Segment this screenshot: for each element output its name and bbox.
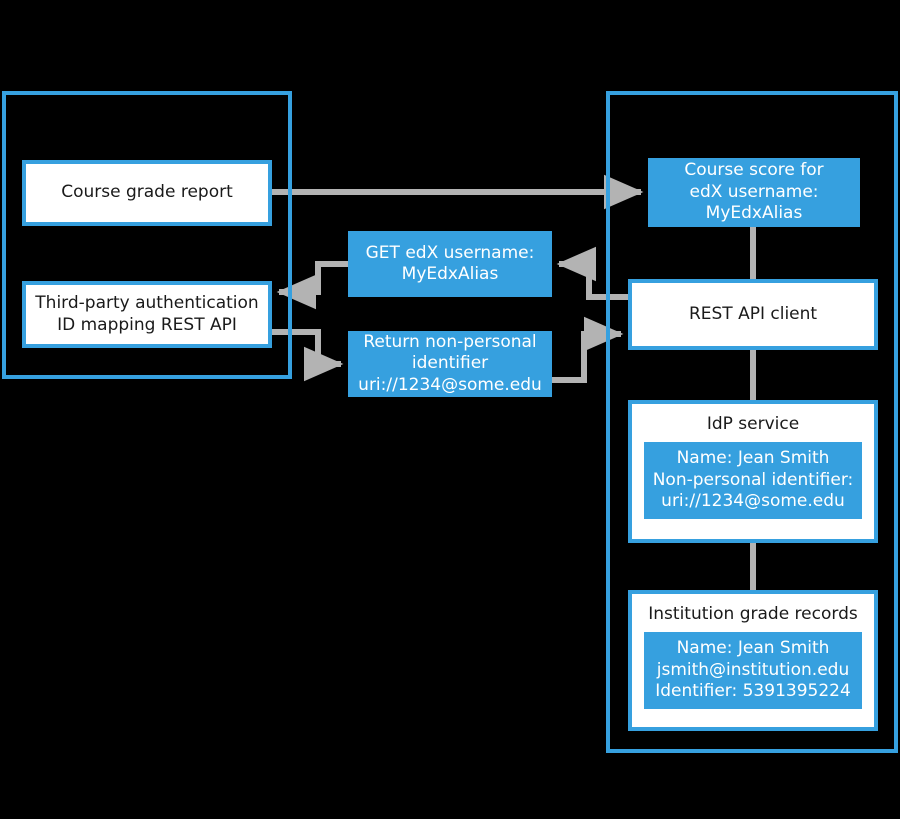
node-thirdparty-api-label: Third-party authentication ID mapping RE… bbox=[35, 293, 259, 335]
node-rest-api-client[interactable]: REST API client bbox=[628, 279, 878, 350]
node-course-grade-report-label: Course grade report bbox=[61, 182, 233, 203]
node-idp-service-title: IdP service bbox=[706, 414, 800, 434]
node-return-non-personal-identifier[interactable]: Return non-personal identifier uri://123… bbox=[348, 331, 552, 397]
node-thirdparty-authentication-id-mapping-rest-api[interactable]: Third-party authentication ID mapping RE… bbox=[22, 281, 272, 348]
node-course-score-label: Course score for edX username: MyEdxAlia… bbox=[684, 160, 824, 224]
node-rest-api-client-label: REST API client bbox=[688, 303, 818, 324]
node-get-edx-username[interactable]: GET edX username: MyEdxAlias bbox=[348, 231, 552, 297]
node-idp-service-record: Name: Jean Smith Non-personal identifier… bbox=[644, 442, 862, 519]
node-institution-grade-records-title: Institution grade records bbox=[648, 604, 858, 624]
right-boundary-panel bbox=[606, 91, 898, 753]
node-course-score-for-edx-username[interactable]: Course score for edX username: MyEdxAlia… bbox=[648, 158, 860, 227]
node-idp-service[interactable]: IdP service Name: Jean Smith Non-persona… bbox=[628, 400, 878, 543]
left-boundary-panel bbox=[2, 91, 292, 379]
node-institution-grade-records[interactable]: Institution grade records Name: Jean Smi… bbox=[628, 590, 878, 731]
node-return-non-personal-identifier-label: Return non-personal identifier uri://123… bbox=[358, 331, 542, 395]
node-institution-grade-records-record: Name: Jean Smith jsmith@institution.edu … bbox=[644, 632, 862, 709]
node-course-grade-report[interactable]: Course grade report bbox=[22, 160, 272, 226]
node-get-edx-username-label: GET edX username: MyEdxAlias bbox=[365, 242, 535, 284]
